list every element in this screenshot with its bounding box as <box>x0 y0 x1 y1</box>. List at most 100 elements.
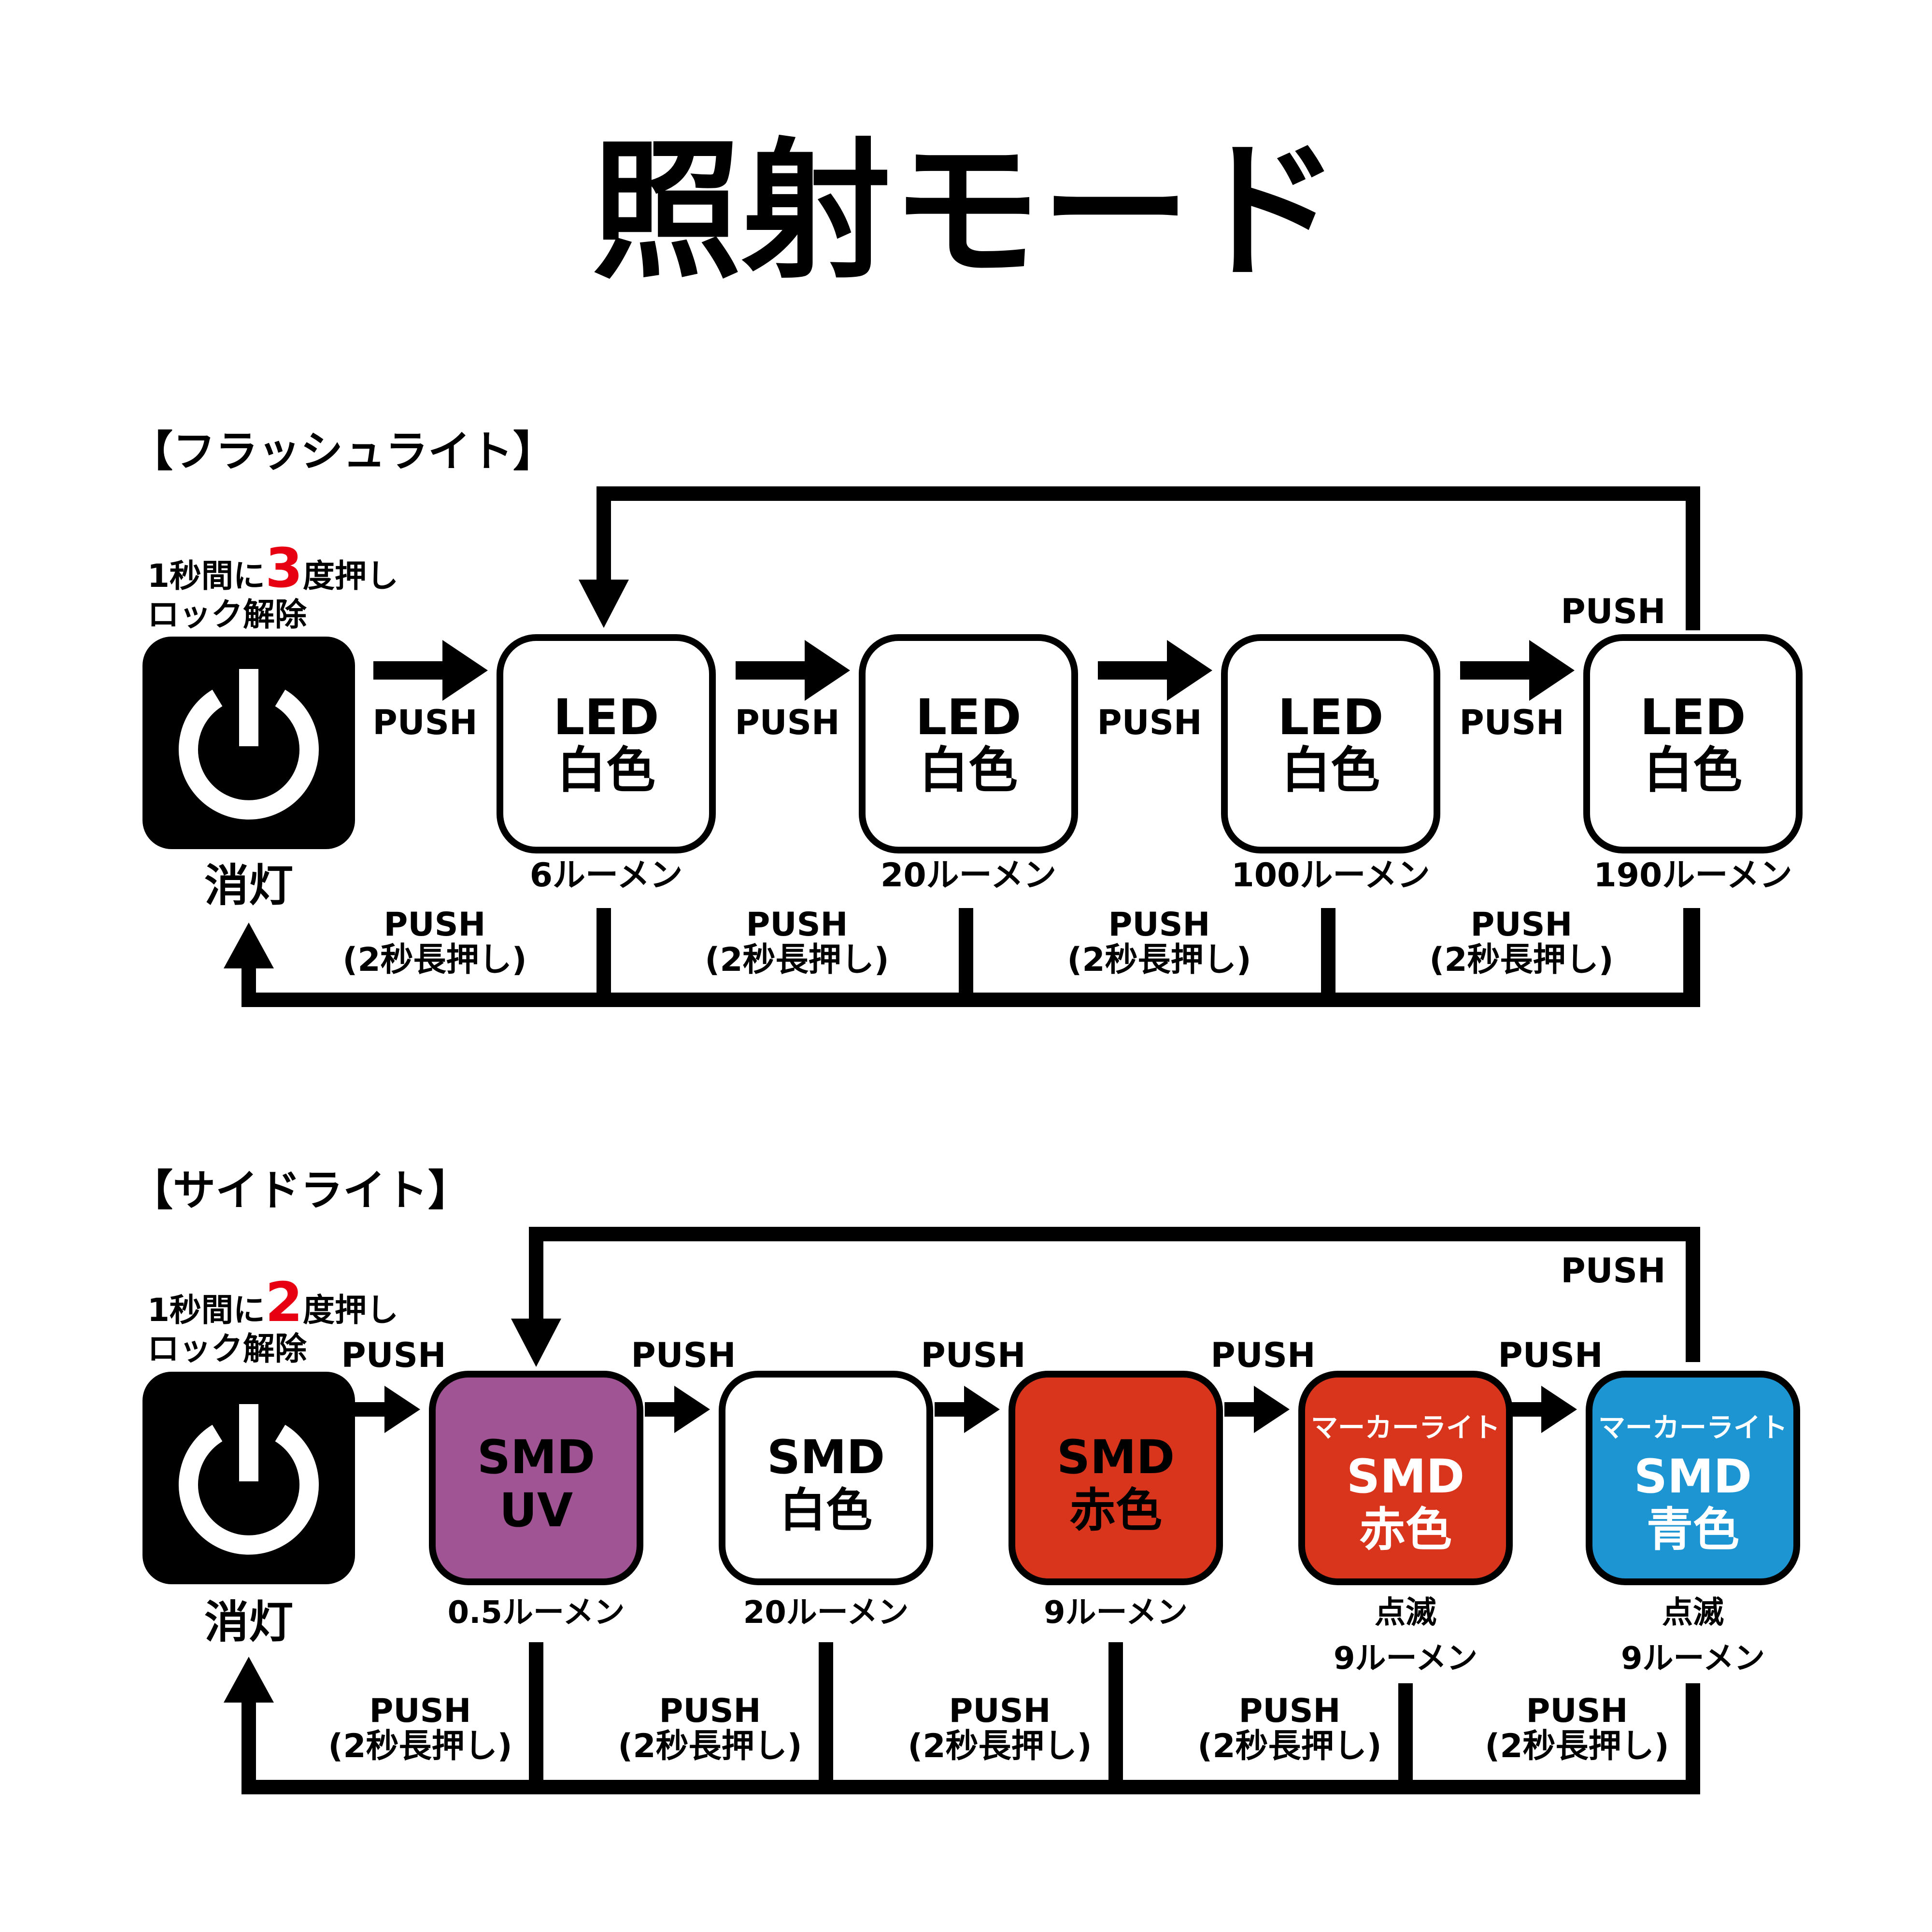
mode-lumen: 100ルーメン <box>1231 856 1430 895</box>
mode-lumen: 20ルーメン <box>743 1595 909 1631</box>
sidelight-loop-arrowhead <box>511 1319 561 1367</box>
flashlight-off-label: 消灯 <box>204 860 293 911</box>
long-press-label: (2秒長押し) <box>1485 1727 1669 1765</box>
push-label: PUSH <box>341 1335 446 1375</box>
mode-line2: 赤色 <box>1359 1503 1452 1557</box>
mode-line2: UV <box>499 1483 573 1537</box>
unlock-count: 2 <box>265 1271 303 1334</box>
power-icon <box>179 669 319 820</box>
sidelight-section: 【サイドライト】 1秒間に2度押し ロック解除 消灯 PUSH PUSH(2秒長… <box>130 1165 1800 1794</box>
push-arrow <box>1224 1386 1290 1433</box>
mode-line1: LED <box>915 689 1021 746</box>
long-press-label: PUSH <box>746 906 848 944</box>
flashlight-loop-line <box>597 486 1700 630</box>
mode-line1: SMD <box>767 1430 885 1484</box>
push-label: PUSH <box>631 1335 736 1375</box>
push-label: PUSH <box>921 1335 1025 1375</box>
mode-line2: 白色 <box>1281 742 1380 799</box>
flashlight-heading: 【フラッシュライト】 <box>130 426 555 476</box>
sidelight-unlock-text: 1秒間に2度押し <box>147 1271 398 1334</box>
sidelight-off-label: 消灯 <box>204 1596 293 1648</box>
long-press-label: PUSH <box>1471 906 1573 944</box>
unlock-post: 度押し <box>303 1292 398 1329</box>
long-press-label: PUSH <box>369 1692 471 1730</box>
long-press-label: (2秒長押し) <box>618 1727 802 1765</box>
flashlight-off-arrowhead <box>224 923 274 968</box>
sidelight-heading: 【サイドライト】 <box>130 1165 470 1215</box>
push-arrow <box>355 1386 420 1433</box>
mode-line2: 白色 <box>557 742 655 799</box>
sidelight-off-arrowhead <box>224 1657 274 1703</box>
flashlight-off-button[interactable] <box>142 637 355 849</box>
push-label: PUSH <box>372 703 477 742</box>
push-label: PUSH <box>1459 703 1564 742</box>
push-arrow <box>935 1386 1000 1433</box>
long-press-label: (2秒長押し) <box>1067 941 1251 979</box>
mode-line2: 赤色 <box>1069 1483 1162 1537</box>
mode-note: 点滅 <box>1375 1595 1436 1631</box>
long-press-label: PUSH <box>384 906 486 944</box>
mode-lumen: 0.5ルーメン <box>448 1595 625 1631</box>
mode-line1: LED <box>553 689 659 746</box>
push-arrow <box>1512 1386 1577 1433</box>
long-press-label: PUSH <box>1526 1692 1628 1730</box>
long-press-label: (2秒長押し) <box>1197 1727 1381 1765</box>
page-title: 照射モード <box>592 125 1340 299</box>
long-press-label: (2秒長押し) <box>1429 941 1613 979</box>
long-press-label: (2秒長押し) <box>908 1727 1092 1765</box>
push-label: PUSH <box>1210 1335 1315 1375</box>
power-icon <box>179 1404 319 1555</box>
push-arrow <box>736 640 850 701</box>
sidelight-modes: SMDUV0.5ルーメンPUSHSMD白色20ルーメンPUSHSMD赤色9ルーメ… <box>341 1335 1800 1676</box>
mode-note: 点滅 <box>1662 1595 1724 1631</box>
flashlight-long-press-branches: PUSH(2秒長押し)PUSH(2秒長押し)PUSH(2秒長押し)PUSH(2秒… <box>342 906 1698 1000</box>
flashlight-loop-push: PUSH <box>1561 592 1665 631</box>
mode-line1: SMD <box>1347 1449 1464 1504</box>
sidelight-unlock-line2: ロック解除 <box>147 1330 307 1367</box>
flashlight-unlock-text: 1秒間に3度押し <box>147 537 398 600</box>
flashlight-unlock-line2: ロック解除 <box>147 596 307 633</box>
mode-lumen: 20ルーメン <box>881 856 1056 895</box>
unlock-count: 3 <box>265 537 303 600</box>
unlock-post: 度押し <box>303 557 398 595</box>
long-press-label: PUSH <box>949 1692 1051 1730</box>
long-press-label: (2秒長押し) <box>328 1727 512 1765</box>
unlock-pre: 1秒間に <box>147 557 265 595</box>
mode-line2: 白色 <box>780 1483 872 1537</box>
mode-line1: SMD <box>1634 1449 1752 1504</box>
mode-lumen: 9ルーメン <box>1044 1595 1188 1631</box>
push-label: PUSH <box>1498 1335 1603 1375</box>
long-press-label: PUSH <box>659 1692 761 1730</box>
push-label: PUSH <box>735 703 839 742</box>
mode-line2: 青色 <box>1647 1503 1739 1557</box>
mode-line2: 白色 <box>919 742 1018 799</box>
push-arrow <box>645 1386 710 1433</box>
mode-lumen: 9ルーメン <box>1334 1641 1477 1676</box>
mode-tag: マーカーライト <box>1598 1412 1788 1444</box>
mode-line2: 白色 <box>1644 742 1742 799</box>
mode-lumen: 6ルーメン <box>530 856 683 895</box>
sidelight-loop-push: PUSH <box>1561 1251 1665 1291</box>
mode-line1: SMD <box>477 1430 595 1484</box>
mode-line1: LED <box>1278 689 1383 746</box>
mode-tag: マーカーライト <box>1311 1412 1500 1444</box>
push-label: PUSH <box>1097 703 1202 742</box>
mode-line1: LED <box>1640 689 1746 746</box>
flashlight-section: 【フラッシュライト】 1秒間に3度押し ロック解除 消灯 PUSH PUSH(2… <box>130 426 1803 1007</box>
sidelight-off-button[interactable] <box>142 1372 355 1584</box>
unlock-pre: 1秒間に <box>147 1292 265 1329</box>
push-arrow <box>1098 640 1212 701</box>
mode-line1: SMD <box>1057 1430 1175 1484</box>
long-press-label: (2秒長押し) <box>342 941 526 979</box>
